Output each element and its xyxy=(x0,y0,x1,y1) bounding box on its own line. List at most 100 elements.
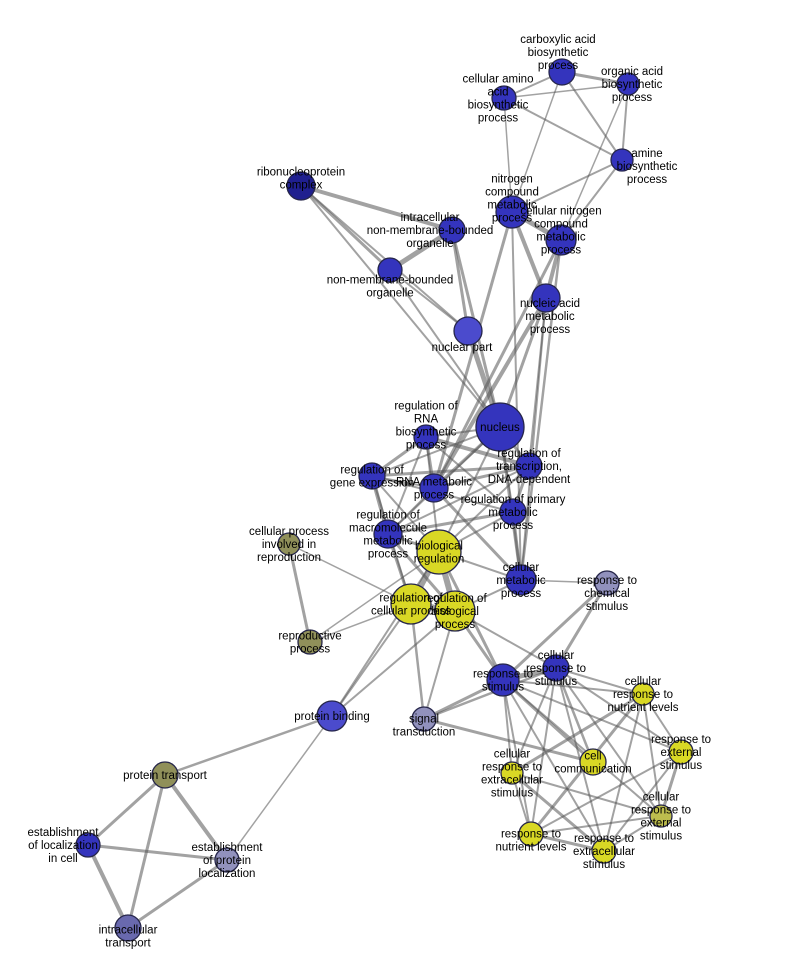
node-carboxylic_acid_biosynthetic_process[interactable] xyxy=(548,58,576,86)
node-regulation_of_gene_expression[interactable] xyxy=(358,462,386,490)
edge-cellular_response_to_nutrient_levels--cellular_response_to_external_stimulus xyxy=(642,693,662,817)
node-cellular_metabolic_process[interactable] xyxy=(505,564,537,596)
node-regulation_of_transcription_dna_dependent[interactable] xyxy=(515,452,543,480)
node-regulation_of_biological_process[interactable] xyxy=(434,590,476,632)
node-regulation_of_primary_metabolic_process[interactable] xyxy=(499,498,527,526)
edge-cellular_response_to_stimulus--cellular_response_to_extracellular_stimulus xyxy=(511,667,557,774)
edge-response_to_stimulus--response_to_extracellular_stimulus xyxy=(502,679,605,852)
edge-amine_biosynthetic_process--nitrogen_compound_metabolic_process xyxy=(511,159,623,213)
edge-cellular_amino_acid_biosynthetic_process--amine_biosynthetic_process xyxy=(503,97,623,161)
edge-protein_transport--establishment_of_localization_in_cell xyxy=(86,773,167,847)
node-label-nucleus: nucleus xyxy=(480,422,520,434)
edge-response_to_stimulus--cellular_response_to_external_stimulus xyxy=(502,679,662,817)
node-nucleus[interactable] xyxy=(475,402,525,452)
edge-organic_acid_biosynthetic_process--amine_biosynthetic_process xyxy=(621,83,629,161)
node-cellular_response_to_stimulus[interactable] xyxy=(542,654,570,682)
edge-ribonucleoprotein_complex--nuclear_part xyxy=(300,185,469,332)
node-cellular_response_to_extracellular_stimulus[interactable] xyxy=(500,761,524,785)
edge-intracellular_transport--establishment_of_protein_localization xyxy=(126,858,229,930)
edge-response_to_external_stimulus--response_to_nutrient_levels xyxy=(530,751,682,835)
node-response_to_extracellular_stimulus[interactable] xyxy=(591,838,617,864)
edge-response_to_nutrient_levels--cellular_response_to_external_stimulus xyxy=(530,815,662,835)
node-non_membrane_bounded_organelle[interactable] xyxy=(377,257,403,283)
node-protein_transport[interactable] xyxy=(151,761,179,789)
edge-amine_biosynthetic_process--cellular_nitrogen_compound_metabolic_process xyxy=(560,159,623,241)
node-signal_transduction[interactable] xyxy=(411,706,437,732)
edge-establishment_of_protein_localization--protein_binding xyxy=(226,715,333,861)
node-regulation_of_cellular_process[interactable] xyxy=(390,583,432,625)
edge-cellular_response_to_extracellular_stimulus--cellular_response_to_external_stimulus xyxy=(511,772,662,817)
node-layer xyxy=(75,58,694,942)
node-response_to_external_stimulus[interactable] xyxy=(668,739,694,765)
node-cellular_nitrogen_compound_metabolic_process[interactable] xyxy=(545,224,577,256)
node-nitrogen_compound_metabolic_process[interactable] xyxy=(495,195,529,229)
edge-cellular_response_to_stimulus--response_to_nutrient_levels xyxy=(530,667,557,835)
node-ribonucleoprotein_complex[interactable] xyxy=(286,171,316,201)
node-establishment_of_protein_localization[interactable] xyxy=(214,847,240,873)
node-regulation_of_rna_biosynthetic_process[interactable] xyxy=(413,424,439,450)
edge-cellular_process_involved_in_reproduction--regulation_of_cellular_process xyxy=(288,543,412,605)
node-cellular_process_involved_in_reproduction[interactable] xyxy=(277,532,301,556)
edge-response_to_external_stimulus--response_to_extracellular_stimulus xyxy=(603,751,682,852)
node-amine_biosynthetic_process[interactable] xyxy=(610,148,634,172)
node-response_to_chemical_stimulus[interactable] xyxy=(594,570,620,596)
node-response_to_stimulus[interactable] xyxy=(486,663,520,697)
node-intracellular_transport[interactable] xyxy=(114,914,142,942)
node-cellular_response_to_nutrient_levels[interactable] xyxy=(631,682,655,706)
node-cellular_response_to_external_stimulus[interactable] xyxy=(649,804,673,828)
edge-layer xyxy=(86,70,683,930)
edge-response_to_stimulus--cellular_response_to_nutrient_levels xyxy=(502,679,644,695)
edge-carboxylic_acid_biosynthetic_process--nitrogen_compound_metabolic_process xyxy=(511,71,563,213)
edge-biological_regulation--protein_binding xyxy=(331,551,440,717)
node-nuclear_part[interactable] xyxy=(453,316,483,346)
node-organic_acid_biosynthetic_process[interactable] xyxy=(616,72,640,96)
node-rna_metabolic_process[interactable] xyxy=(419,473,449,503)
node-intracellular_non_membrane_bounded_organelle[interactable] xyxy=(438,216,466,244)
node-establishment_of_localization_in_cell[interactable] xyxy=(75,832,101,858)
node-nucleic_acid_metabolic_process[interactable] xyxy=(531,283,561,313)
edge-ribonucleoprotein_complex--intracellular_non_membrane_bounded_organelle xyxy=(299,184,454,232)
edge-regulation_of_transcription_dna_dependent--regulation_of_gene_expression xyxy=(370,464,531,478)
node-cell_communication[interactable] xyxy=(579,748,607,776)
edge-establishment_of_localization_in_cell--intracellular_transport xyxy=(86,843,130,930)
node-protein_binding[interactable] xyxy=(316,700,348,732)
edge-cellular_response_to_nutrient_levels--response_to_extracellular_stimulus xyxy=(603,693,644,852)
edge-organic_acid_biosynthetic_process--cellular_nitrogen_compound_metabolic_process xyxy=(560,83,629,241)
node-regulation_of_macromolecule_metabolic_process[interactable] xyxy=(373,519,403,549)
edge-regulation_of_rna_biosynthetic_process--regulation_of_transcription_dna_dependent xyxy=(424,435,531,468)
edge-cell_communication--signal_transduction xyxy=(422,717,595,764)
node-reproductive_process[interactable] xyxy=(297,629,323,655)
edge-cellular_response_to_extracellular_stimulus--response_to_extracellular_stimulus xyxy=(510,771,606,853)
node-label-protein_transport: protein transport xyxy=(123,770,208,782)
edge-non_membrane_bounded_organelle--nucleus xyxy=(389,269,501,428)
node-cellular_amino_acid_biosynthetic_process[interactable] xyxy=(491,85,517,111)
edge-cellular_response_to_stimulus--cellular_response_to_nutrient_levels xyxy=(555,667,644,695)
edge-cellular_response_to_stimulus--response_to_chemical_stimulus xyxy=(554,581,609,670)
node-label-nuclear_part: nuclear part xyxy=(432,342,494,354)
edge-reproductive_process--biological_regulation xyxy=(309,551,440,643)
edge-regulation_of_transcription_dna_dependent--rna_metabolic_process xyxy=(432,464,531,490)
node-biological_regulation[interactable] xyxy=(416,529,462,575)
node-response_to_nutrient_levels[interactable] xyxy=(518,821,544,847)
